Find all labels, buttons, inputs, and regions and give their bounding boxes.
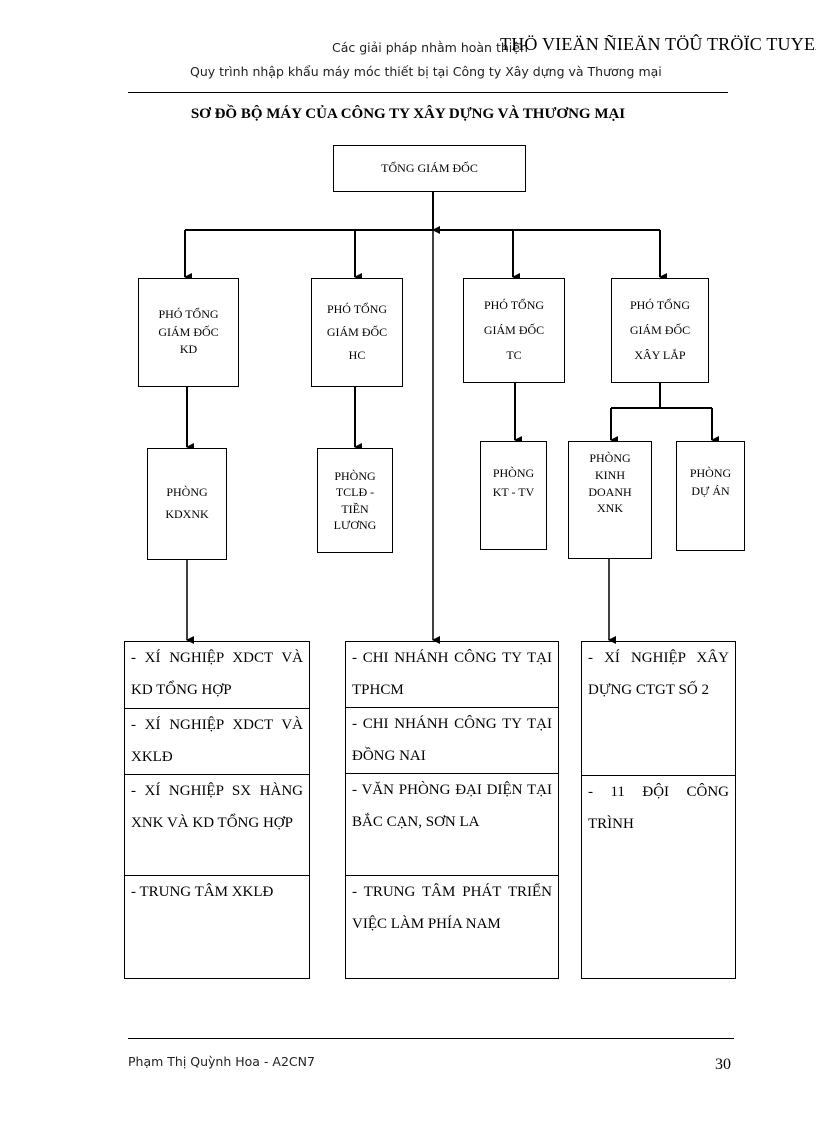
header-rule	[128, 92, 728, 93]
table-cell: - 11 ĐỘI CÔNG TRÌNH	[588, 784, 729, 832]
deputy-tc-box: PHÓ TỔNG GIÁM ĐỐC TC	[463, 278, 565, 383]
dept-kdxnk2-label: PHÒNG KINH DOANH XNK	[588, 451, 632, 516]
dept-kttv-label: PHÒNG KT - TV	[492, 466, 535, 500]
dept-tcld-box: PHÒNG TCLĐ - TIỀN LƯƠNG	[317, 448, 393, 553]
watermark-text: THÖ VIEÄN ÑIEÄN TÖÛ TRÖÏC TUYEÁN	[500, 34, 816, 54]
deputy-xl-label: PHÓ TỔNG GIÁM ĐỐC XÂY LẮP	[629, 297, 691, 363]
footer-rule	[128, 1038, 734, 1039]
table-cell: - CHI NHÁNH CÔNG TY TẠI ĐỒNG NAI	[346, 708, 558, 774]
header-subtitle: Các giải pháp nhằm hoàn thiện	[332, 40, 528, 55]
page-number: 30	[715, 1056, 731, 1073]
units-table-left: - XÍ NGHIỆP XDCT VÀ KD TỔNG HỢP - XÍ NGH…	[124, 641, 310, 979]
dept-kdxnk-box: PHÒNG KDXNK	[147, 448, 227, 560]
ceo-label: TỔNG GIÁM ĐỐC	[381, 160, 478, 175]
deputy-tc-label: PHÓ TỔNG GIÁM ĐỐC TC	[483, 297, 545, 363]
table-cell: - XÍ NGHIỆP XDCT VÀ XKLĐ	[125, 709, 309, 775]
header-title: Quy trình nhập khẩu máy móc thiết bị tại…	[190, 64, 662, 79]
dept-kdxnk2-box: PHÒNG KINH DOANH XNK	[568, 441, 652, 559]
deputy-xl-box: PHÓ TỔNG GIÁM ĐỐC XÂY LẮP	[611, 278, 709, 383]
deputy-hc-box: PHÓ TỔNG GIÁM ĐỐC HC	[311, 278, 403, 387]
table-cell: - CHI NHÁNH CÔNG TY TẠI TPHCM	[346, 642, 558, 708]
table-cell: - VĂN PHÒNG ĐẠI DIỆN TẠI BẮC CẠN, SƠN LA	[346, 774, 558, 876]
dept-kdxnk-label: PHÒNG KDXNK	[165, 485, 209, 521]
table-cell: - TRUNG TÂM PHÁT TRIỂN VIỆC LÀM PHÍA NAM	[352, 884, 552, 932]
deputy-kd-label: PHÓ TỔNG GIÁM ĐỐC KD	[158, 307, 219, 357]
footer-author: Phạm Thị Quỳnh Hoa - A2CN7	[128, 1054, 315, 1069]
deputy-hc-label: PHÓ TỔNG GIÁM ĐỐC HC	[326, 302, 388, 362]
table-cell: - XÍ NGHIỆP XÂY DỰNG CTGT SỐ 2	[582, 642, 735, 776]
dept-kttv-box: PHÒNG KT - TV	[480, 441, 547, 550]
units-table-right: - XÍ NGHIỆP XÂY DỰNG CTGT SỐ 2 - 11 ĐỘI …	[581, 641, 736, 979]
deputy-kd-box: PHÓ TỔNG GIÁM ĐỐC KD	[138, 278, 239, 387]
table-cell: - XÍ NGHIỆP SX HÀNG XNK VÀ KD TỔNG HỢP	[125, 775, 309, 876]
units-table-middle: - CHI NHÁNH CÔNG TY TẠI TPHCM - CHI NHÁN…	[345, 641, 559, 979]
ceo-box: TỔNG GIÁM ĐỐC	[333, 145, 526, 192]
page-title: SƠ ĐỒ BỘ MÁY CỦA CÔNG TY XÂY DỰNG VÀ THƯ…	[190, 106, 626, 122]
table-cell: - XÍ NGHIỆP XDCT VÀ KD TỔNG HỢP	[125, 642, 309, 709]
table-cell: - TRUNG TÂM XKLĐ	[131, 884, 274, 900]
dept-tcld-label: PHÒNG TCLĐ - TIỀN LƯƠNG	[333, 469, 377, 532]
dept-duan-box: PHÒNG DỰ ÁN	[676, 441, 745, 551]
dept-duan-label: PHÒNG DỰ ÁN	[689, 466, 732, 498]
